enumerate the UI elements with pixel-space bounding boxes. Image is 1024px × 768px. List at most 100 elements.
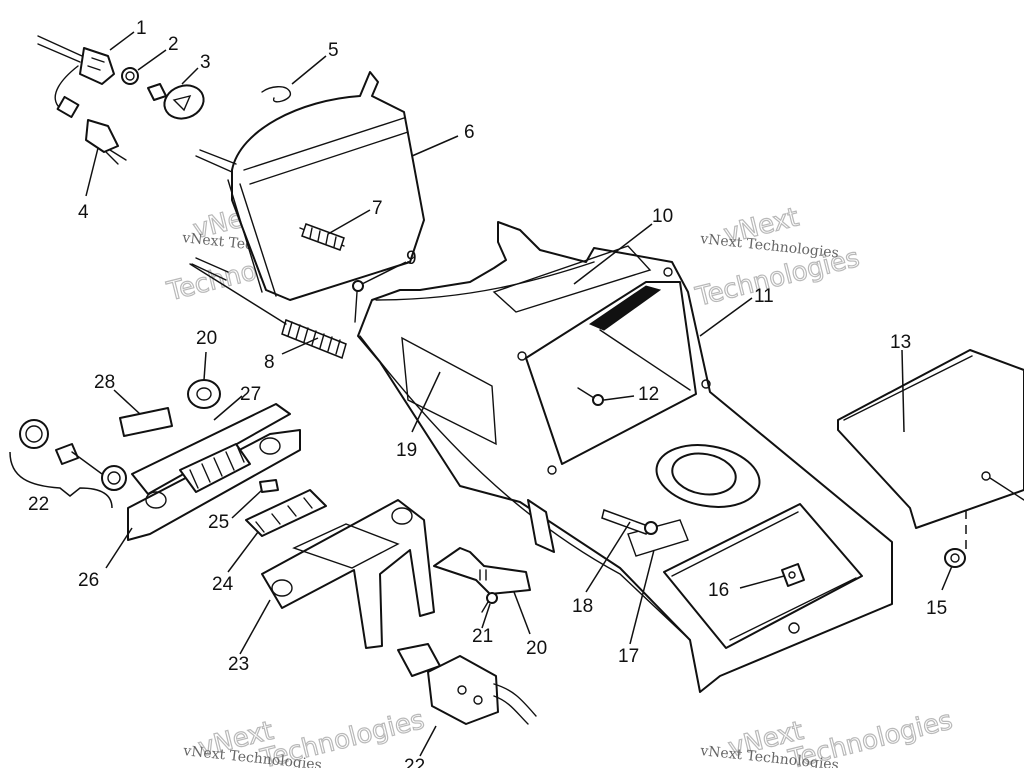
callout-20-top: 20	[196, 328, 217, 349]
bracket-top-flange	[292, 523, 400, 569]
callout-labels: 1 2 3 4 5 6 7 8 9 10 11 12 13 15 16 17 1…	[28, 18, 947, 768]
screw-12-shaft	[577, 387, 595, 399]
screw-21-head	[486, 592, 498, 604]
callout-23: 23	[228, 654, 249, 675]
switch-block-slots	[189, 447, 245, 489]
housing-rim	[243, 117, 409, 185]
connector-22-cable	[493, 683, 537, 725]
leader-26	[105, 527, 133, 569]
leader-5	[291, 55, 327, 85]
side-panel-hole	[981, 471, 991, 481]
hood-console-group	[357, 221, 893, 693]
callout-4: 4	[78, 202, 89, 223]
leader-28	[113, 389, 141, 415]
decal-19-area	[401, 336, 497, 446]
bulb-retainer-ring	[121, 67, 139, 85]
screw-12-head	[592, 394, 604, 406]
screw-shaft	[354, 291, 358, 323]
screw-thread-lines	[309, 227, 337, 248]
side-panel	[837, 349, 1024, 529]
ignition-key-switch	[19, 419, 49, 449]
leader-lines	[85, 31, 953, 757]
callout-19: 19	[396, 440, 417, 461]
bracket-hole-right	[391, 507, 413, 525]
lower-bracket-group	[261, 499, 537, 725]
panel-leader-to-hole	[989, 477, 1024, 501]
mount-hole-b	[701, 379, 711, 389]
grommet-20-top-hole	[196, 387, 212, 401]
switch-bracket-27	[131, 403, 291, 495]
bulb-socket-connector	[79, 47, 115, 85]
storage-lid-recess	[663, 503, 863, 649]
bulb-filament	[172, 94, 192, 112]
bulb-base	[147, 83, 167, 101]
lid-screw-hole	[788, 622, 800, 634]
leader-23	[239, 599, 271, 655]
pin-25	[259, 479, 279, 493]
toggle-switch-20	[433, 547, 531, 595]
switch-block	[179, 443, 251, 493]
ignition-key	[55, 443, 79, 465]
hood-bracket-tab	[527, 499, 555, 553]
wire-harness	[37, 35, 83, 63]
dash-inner-line	[599, 329, 691, 391]
callout-20-bottom: 20	[526, 638, 547, 659]
wire-loop	[54, 65, 79, 115]
callout-13: 13	[890, 332, 911, 353]
headlight-housing	[231, 71, 425, 301]
storage-lid-lines	[671, 511, 857, 641]
grommet-15	[944, 548, 966, 568]
leader-1	[109, 31, 135, 51]
callout-17: 17	[618, 646, 639, 667]
headlight-wiring-group	[37, 35, 205, 165]
leader-12	[603, 395, 635, 401]
spring-axis	[189, 263, 287, 325]
mount-hole-d	[663, 267, 673, 277]
side-panel-edge	[843, 355, 973, 421]
callout-18: 18	[572, 596, 593, 617]
callout-24: 24	[212, 574, 234, 595]
leader-13	[901, 349, 905, 433]
lid-latch-hole	[788, 571, 796, 579]
headlight-bulb	[163, 84, 205, 120]
dash-opening	[525, 281, 697, 465]
mount-tab-left	[195, 149, 237, 173]
connector-22	[427, 655, 499, 725]
leader-18	[585, 521, 631, 593]
hood-lower-edge	[359, 335, 691, 641]
leader-22-bottom	[419, 725, 437, 757]
grommet-15-hole	[950, 553, 960, 563]
plug-wires	[105, 149, 127, 165]
callout-10: 10	[652, 206, 673, 227]
leader-20-bottom	[513, 591, 531, 635]
callout-7: 7	[372, 198, 383, 219]
adjuster-spring-clip	[261, 86, 291, 103]
wire-connector-small	[56, 95, 80, 119]
leader-6	[411, 135, 459, 157]
ignition-key-blade	[71, 451, 103, 475]
screw-18-thread	[601, 509, 649, 535]
leader-15	[941, 565, 953, 591]
callout-11: 11	[754, 286, 774, 307]
leader-16	[739, 575, 785, 589]
leader-27	[213, 395, 243, 421]
lid-latch	[781, 563, 805, 587]
spring-coils	[287, 321, 341, 355]
callout-16: 16	[708, 580, 729, 601]
plate-hole-left	[145, 491, 167, 509]
side-panel-group	[837, 349, 1024, 568]
leader-9	[361, 261, 407, 285]
mount-tab-lower	[191, 257, 229, 281]
leader-25	[231, 489, 263, 519]
hood-console-body	[357, 221, 893, 693]
callout-6: 6	[464, 122, 475, 143]
adjuster-screw-thread	[301, 223, 345, 251]
switch-module-24	[245, 489, 327, 537]
callout-2: 2	[168, 34, 179, 55]
decal-17-area	[627, 519, 689, 557]
leader-8	[281, 337, 319, 355]
dash-shadow	[588, 285, 662, 331]
callout-22-bottom: 22	[404, 756, 425, 768]
screw-18	[601, 509, 658, 535]
